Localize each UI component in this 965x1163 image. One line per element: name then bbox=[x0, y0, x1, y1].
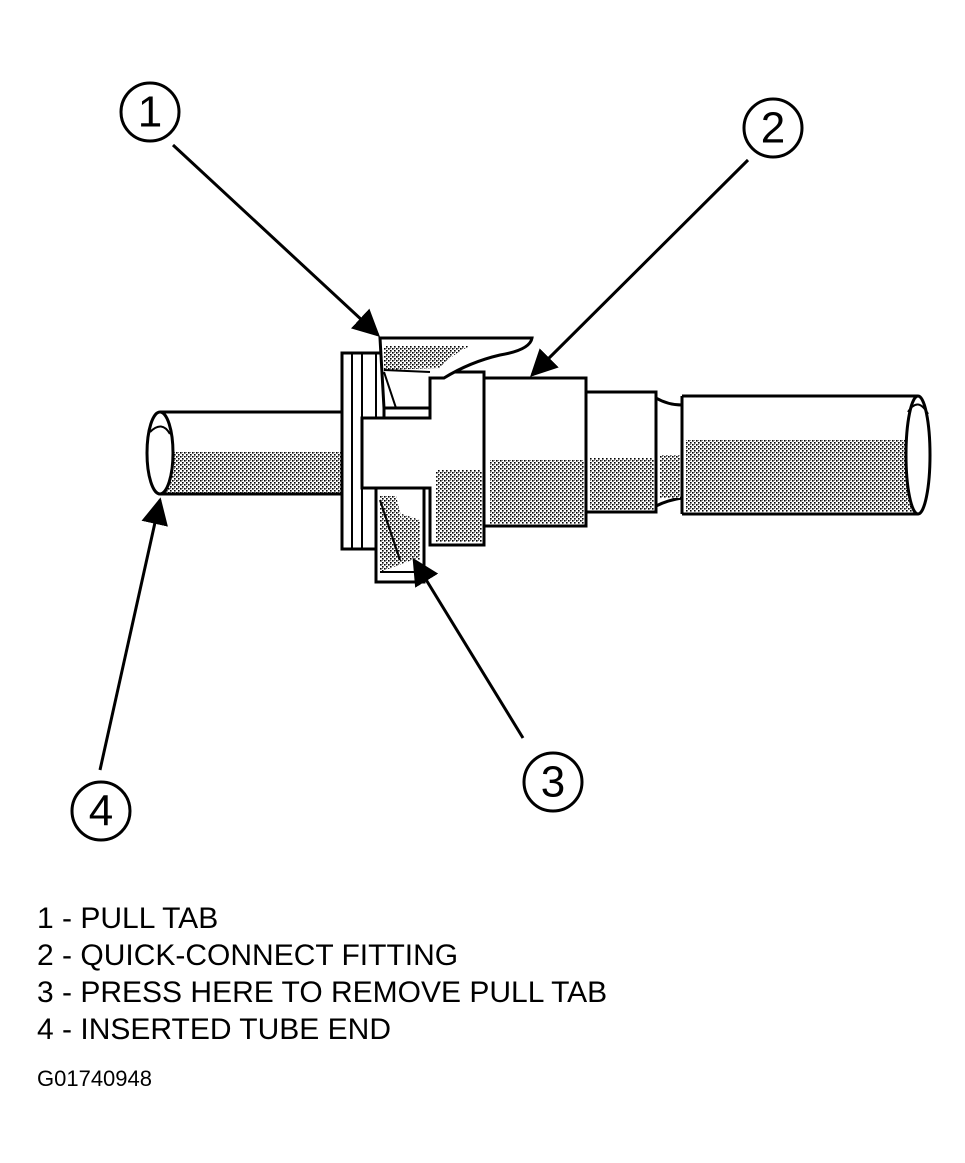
inserted-tube-end bbox=[145, 410, 175, 496]
legend-item: 1 - PULL TAB bbox=[37, 900, 607, 937]
legend-number: 2 bbox=[37, 939, 54, 972]
legend-separator: - bbox=[53, 976, 81, 1009]
legend-separator: - bbox=[53, 939, 81, 972]
legend-separator: - bbox=[53, 902, 81, 935]
callout-2: 2 bbox=[742, 97, 804, 159]
callout-3-number: 3 bbox=[541, 758, 565, 807]
legend-item: 4 - INSERTED TUBE END bbox=[37, 1011, 607, 1048]
inserted-tube-shade bbox=[158, 452, 348, 494]
leader-1 bbox=[171, 143, 380, 337]
callout-2-number: 2 bbox=[761, 104, 785, 153]
legend-number: 3 bbox=[37, 976, 54, 1009]
legend-separator: - bbox=[53, 1013, 81, 1046]
inserted-tube bbox=[145, 410, 348, 496]
pull-tab bbox=[378, 336, 534, 410]
legend-label: QUICK-CONNECT FITTING bbox=[80, 939, 459, 972]
callout-1: 1 bbox=[119, 81, 181, 143]
legend: 1 - PULL TAB 2 - QUICK-CONNECT FITTING 3… bbox=[37, 900, 607, 1048]
callout-4: 4 bbox=[70, 780, 132, 842]
leader-2 bbox=[530, 158, 750, 377]
legend-label: INSERTED TUBE END bbox=[80, 1013, 391, 1046]
fitting-diagram: 1 2 3 4 bbox=[70, 81, 932, 842]
callout-3: 3 bbox=[522, 751, 584, 813]
legend-label: PULL TAB bbox=[80, 902, 219, 935]
callout-4-number: 4 bbox=[89, 787, 113, 836]
leader-4 bbox=[98, 497, 168, 771]
legend-number: 1 bbox=[37, 902, 54, 935]
retainer-leg bbox=[374, 486, 426, 584]
leader-3 bbox=[412, 557, 525, 739]
figure-id: G01740948 bbox=[37, 1066, 152, 1091]
leader-lines bbox=[98, 143, 750, 771]
legend-item: 2 - QUICK-CONNECT FITTING bbox=[37, 937, 607, 974]
legend-item: 3 - PRESS HERE TO REMOVE PULL TAB bbox=[37, 974, 607, 1011]
legend-label: PRESS HERE TO REMOVE PULL TAB bbox=[80, 976, 608, 1009]
inserted-tube-outline bbox=[160, 410, 348, 496]
outlet-hose-end bbox=[904, 394, 932, 516]
outlet-hose bbox=[680, 394, 932, 516]
legend-number: 4 bbox=[37, 1013, 54, 1046]
callout-1-number: 1 bbox=[138, 88, 162, 137]
